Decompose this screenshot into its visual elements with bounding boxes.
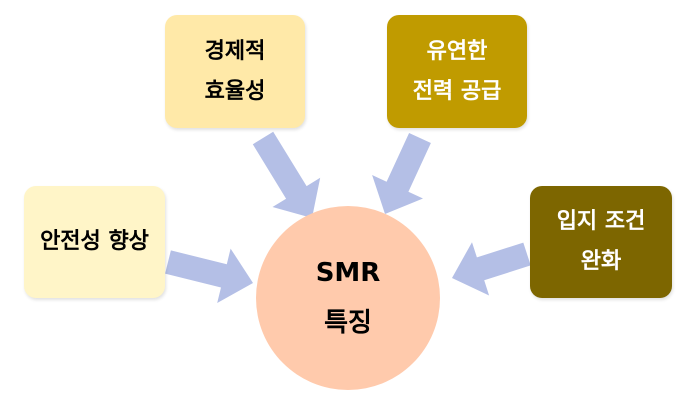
feature-box-economic-efficiency: 경제적 효율성	[165, 15, 305, 128]
feature-box-relaxed-siting: 입지 조건 완화	[530, 186, 672, 298]
feature-label-line: 안전성 향상	[40, 229, 149, 254]
feature-box-improved-safety: 안전성 향상	[24, 186, 165, 298]
center-title-line: SMR	[315, 258, 381, 288]
feature-label-line: 경제적	[204, 38, 266, 64]
center-title-line: 특징	[324, 308, 372, 338]
feature-label-line: 전력 공급	[412, 78, 502, 104]
arrow-safety-to-center	[165, 248, 253, 303]
feature-label-line: 유연한	[426, 38, 488, 64]
arrow-siting-to-center	[452, 242, 531, 296]
center-circle-smr-features: SMR 특징	[256, 206, 440, 390]
feature-box-flexible-power-supply: 유연한 전력 공급	[387, 15, 527, 128]
arrow-economic-to-center	[252, 131, 321, 218]
feature-label-line: 입지 조건	[556, 209, 646, 234]
arrow-supply-to-center	[372, 133, 431, 214]
feature-label-line: 효율성	[204, 78, 266, 104]
feature-label-line: 완화	[580, 249, 622, 274]
